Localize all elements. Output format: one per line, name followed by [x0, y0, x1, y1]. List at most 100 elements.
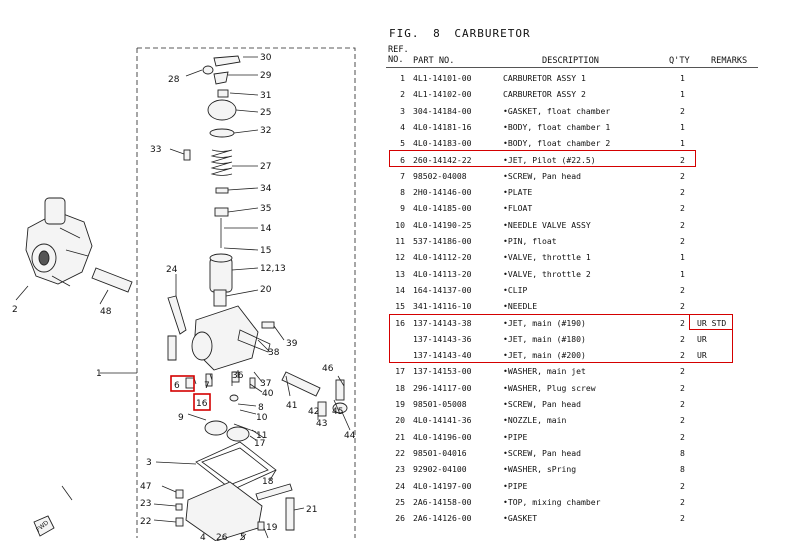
description-cell: •NOZZLE, main	[503, 415, 567, 426]
ref-no-cell: 17	[395, 366, 405, 377]
qty-cell: 2	[680, 415, 685, 426]
part-no-cell: 2A6-14126-00	[413, 513, 472, 524]
part-no-cell: 98501-05008	[413, 399, 467, 409]
highlight-remarks-16	[689, 314, 733, 330]
callout-46: 46	[322, 364, 334, 374]
description-cell: •WASHER, Plug screw	[503, 382, 596, 393]
description-cell: •GASKET	[503, 513, 538, 524]
ref-no-cell: 20	[395, 415, 405, 426]
part-no-cell: 341-14116-10	[413, 301, 472, 312]
description-cell: •SCREW, Pan head	[503, 170, 581, 181]
assembly-dash-border	[136, 47, 356, 538]
ref-no-cell: 10	[395, 219, 405, 230]
part-no-cell: 98502-04008	[413, 170, 467, 181]
qty-cell: 1	[680, 268, 685, 279]
highlight-row-6	[389, 150, 696, 167]
callout-17: 17	[254, 439, 265, 449]
callout-32: 32	[260, 126, 271, 136]
ref-no-cell: 26	[395, 513, 405, 524]
remarks-cell: UR	[697, 350, 707, 361]
callout-23: 23	[140, 499, 151, 509]
part-no-cell: 2A6-14158-00	[413, 496, 472, 507]
description-cell: •VALVE, throttle 1	[503, 252, 591, 263]
ref-no-cell: 4	[400, 121, 405, 132]
part-no-cell: 4L1-14101-00	[413, 73, 472, 83]
callout-15: 15	[260, 246, 271, 256]
part-no-cell: 137-14153-00	[413, 366, 472, 377]
qty-cell: 8	[680, 464, 685, 475]
diagram-callouts: 30 28 29 31 25 32 33 27 34 35 14 15 12,1…	[12, 53, 356, 541]
callout-3: 3	[146, 458, 152, 468]
qty-cell: 2	[680, 236, 685, 246]
header-ref-no: REF. NO.	[388, 45, 409, 65]
description-cell: •PIN, float	[503, 236, 557, 246]
part-no-cell: 4L0-14113-20	[413, 268, 472, 279]
description-cell: CARBURETOR ASSY 1	[503, 73, 586, 83]
callout-43: 43	[316, 419, 327, 429]
qty-cell: 8	[680, 447, 685, 458]
ref-no-cell: 6	[400, 154, 405, 165]
description-cell: •JET, main (#200)	[503, 350, 586, 361]
ref-no-cell: 1	[400, 73, 405, 83]
part-no-cell: 137-14143-36	[413, 333, 472, 344]
header-part-no: PART NO.	[413, 56, 455, 66]
description-cell: •CLIP	[503, 284, 528, 295]
ref-no-cell: 5	[400, 138, 405, 149]
highlight-rows-16	[389, 314, 733, 363]
ref-no-cell: 14	[395, 284, 405, 295]
qty-cell: 2	[680, 480, 685, 491]
callout-10: 10	[256, 413, 268, 423]
callout-39: 39	[286, 339, 298, 349]
callout-14: 14	[260, 224, 272, 234]
description-cell: •VALVE, throttle 2	[503, 268, 591, 279]
part-no-cell: 137-14143-40	[413, 350, 472, 361]
ref-no-cell: 23	[395, 464, 405, 475]
qty-cell: 2	[680, 399, 685, 409]
callout-16: 16	[196, 399, 208, 409]
qty-cell: 1	[680, 89, 685, 100]
callout-6: 6	[174, 381, 180, 391]
qty-cell: 1	[680, 73, 685, 83]
callout-28: 28	[168, 75, 180, 85]
callout-48: 48	[100, 307, 112, 317]
qty-cell: 2	[680, 496, 685, 507]
description-cell: •TOP, mixing chamber	[503, 496, 601, 507]
header-qty: Q'TY	[669, 56, 690, 66]
description-cell: •BODY, float chamber 1	[503, 121, 611, 132]
description-cell: •NEEDLE	[503, 301, 538, 312]
callout-38: 38	[268, 348, 280, 358]
description-cell: •WASHER, sPring	[503, 464, 577, 475]
diagram-highlight-6	[170, 375, 195, 392]
callout-1: 1	[96, 369, 102, 379]
top-parts-illustration	[167, 55, 241, 361]
ref-no-cell: 22	[395, 447, 405, 458]
ref-no-cell: 13	[395, 268, 405, 279]
callout-18: 18	[262, 477, 274, 487]
qty-cell: 2	[680, 317, 685, 328]
callout-19: 19	[266, 523, 278, 533]
part-no-cell: 4L0-14183-00	[413, 138, 472, 149]
qty-cell: 2	[680, 203, 685, 214]
qty-cell: 1	[680, 138, 685, 149]
qty-cell: 2	[680, 350, 685, 361]
part-no-cell: 98501-04016	[413, 447, 467, 458]
qty-cell: 2	[680, 333, 685, 344]
description-cell: •PLATE	[503, 187, 533, 198]
leader-lines	[15, 56, 351, 541]
qty-cell: 2	[680, 431, 685, 442]
callout-5: 5	[240, 533, 246, 541]
remarks-cell: UR STD	[697, 317, 727, 328]
